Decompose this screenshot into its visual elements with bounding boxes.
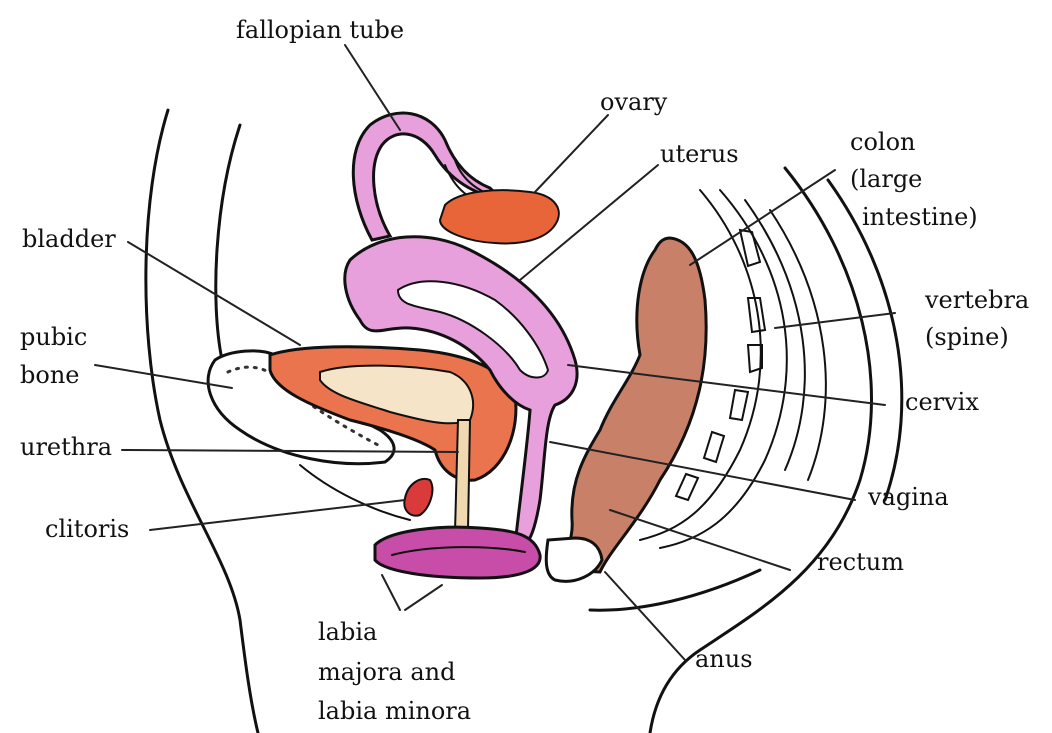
label-colon-line3: intestine) (862, 203, 978, 231)
label-urethra: urethra (20, 433, 112, 461)
label-bladder: bladder (22, 225, 116, 253)
label-colon-line1: colon (850, 128, 915, 156)
label-vagina: vagina (867, 483, 949, 511)
label-pubic-line2: bone (20, 361, 79, 389)
label-rectum: rectum (817, 548, 904, 576)
label-colon-line2: (large (850, 165, 922, 193)
label-clitoris: clitoris (45, 515, 129, 543)
label-fallopian-tube: fallopian tube (236, 16, 404, 44)
label-anus: anus (695, 645, 753, 673)
label-pubic-line1: pubic (20, 323, 87, 351)
label-labia-line3: labia minora (318, 697, 471, 725)
label-vertebra-line1: vertebra (924, 286, 1029, 314)
urethra-shape (455, 420, 470, 532)
label-cervix: cervix (905, 388, 979, 416)
label-uterus: uterus (660, 140, 739, 168)
ovary-shape (440, 190, 559, 243)
clitoris-shape (404, 479, 432, 516)
anus-shape (546, 538, 602, 581)
label-labia-line1: labia (318, 618, 377, 646)
label-labia-line2: majora and (318, 658, 456, 686)
label-vertebra-line2: (spine) (925, 323, 1009, 351)
label-ovary: ovary (600, 88, 668, 116)
